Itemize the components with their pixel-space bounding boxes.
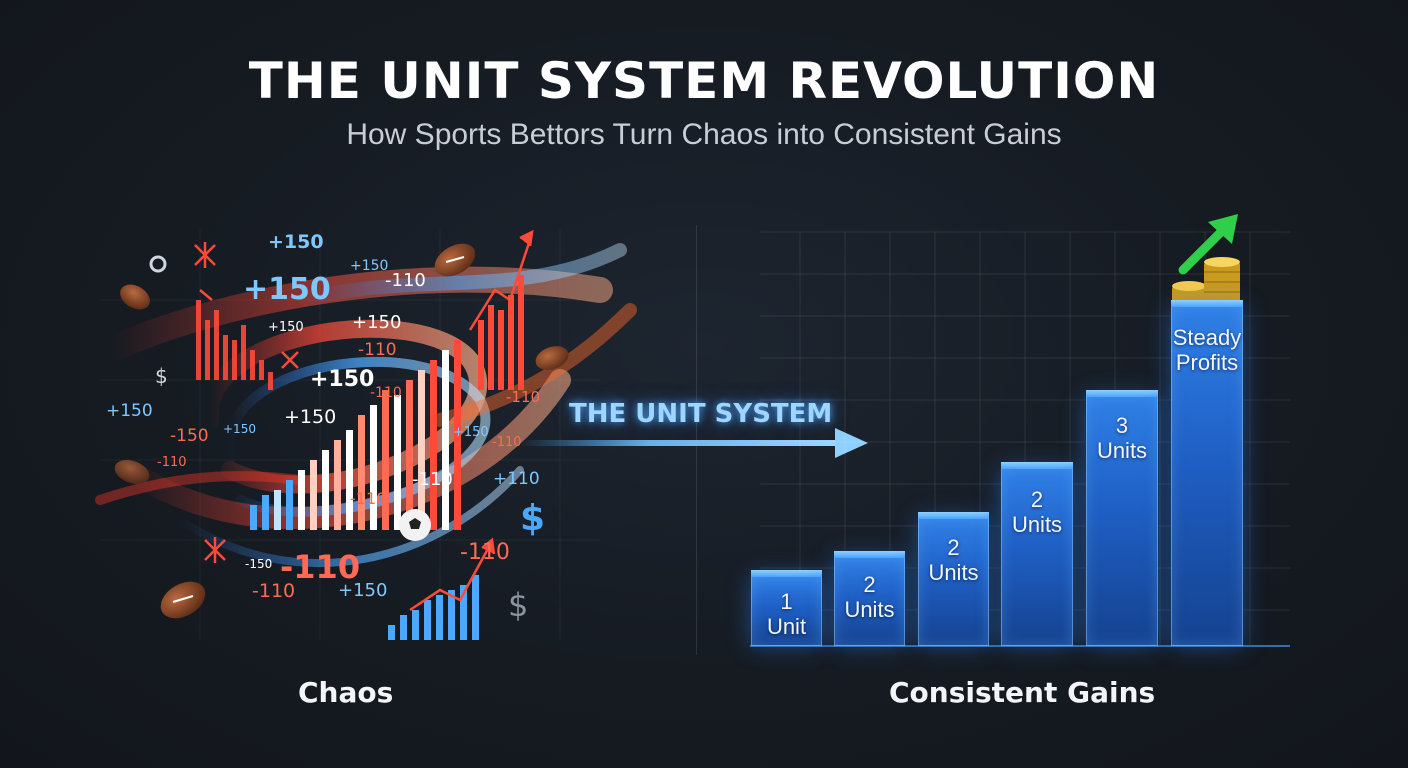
football-icon-5 <box>114 459 150 485</box>
bar-label-line: 2 <box>947 535 960 560</box>
odds-label: +150 <box>268 231 324 253</box>
odds-label: +150 <box>352 312 402 333</box>
bar-2-units: 2 Units <box>834 551 905 646</box>
odds-label: -110 <box>370 385 402 401</box>
unit-system-label: THE UNIT SYSTEM <box>569 399 833 429</box>
odds-label: -110 <box>385 270 426 291</box>
bar-label-line: Units <box>1096 438 1148 463</box>
bar-label: Steady Profits <box>1166 325 1248 375</box>
odds-label: -110 <box>157 455 187 470</box>
bar-label-line: 3 <box>1115 413 1129 438</box>
spark-icons <box>194 242 299 563</box>
chaos-label: Chaos <box>298 676 394 709</box>
bar-2-units: 2 Units <box>918 512 989 646</box>
odds-label: +150 <box>310 367 375 392</box>
odds-label: +150 <box>106 401 153 421</box>
odds-label: -110 <box>492 435 522 450</box>
odds-label: +150 <box>453 425 489 440</box>
odds-label: -110 <box>460 540 510 565</box>
dollar-icon: $ <box>520 498 546 539</box>
odds-label: +110 <box>493 469 540 489</box>
bar-label: 2 Units <box>1002 487 1072 537</box>
odds-label: +150 <box>243 272 331 307</box>
bar-label-line: Unit <box>766 614 807 639</box>
center-bars <box>250 340 461 530</box>
bar-1-unit: 1 Unit <box>751 570 822 646</box>
odds-label: -110 <box>280 548 361 586</box>
odds-label: -150 <box>170 426 209 446</box>
football-icon-4 <box>535 346 569 370</box>
football-icon-1 <box>434 243 476 277</box>
bar-label: 2 Units <box>919 535 988 585</box>
green-trend-arrow-icon <box>1178 214 1238 275</box>
bar-label-line: 2 <box>1030 487 1044 512</box>
bar-3-units: 3 Units <box>1086 390 1158 646</box>
odds-label: +150 <box>223 422 256 436</box>
consistent-gains-label: Consistent Gains <box>889 676 1156 709</box>
football-icon-3 <box>160 581 206 619</box>
bar-label: 3 Units <box>1087 413 1157 463</box>
bar-label-line: 2 <box>863 572 876 597</box>
odds-label: +150 <box>268 320 304 335</box>
odds-label: -110 <box>506 388 541 406</box>
bar-steady-profits: Steady Profits <box>1171 300 1243 646</box>
bar-label-line: Units <box>1011 512 1063 537</box>
odds-label: -110 <box>350 489 387 508</box>
football-icon-2 <box>120 284 150 310</box>
bar-label-line: Profits <box>1175 350 1239 375</box>
right-red-bars <box>478 275 524 390</box>
ring-icon <box>149 255 167 273</box>
odds-label: +150 <box>350 258 389 274</box>
dollar-icon: $ <box>155 364 168 388</box>
odds-label: +150 <box>284 406 337 428</box>
bar-label-line: Units <box>928 560 979 585</box>
bar-label-line: Units <box>844 597 895 622</box>
bar-label: 1 Unit <box>752 589 821 639</box>
soccer-ball-icon <box>399 509 431 541</box>
odds-label: -150 <box>245 557 273 571</box>
odds-label: -110 <box>412 469 453 490</box>
red-bars <box>196 300 273 390</box>
dollar-icon: $ <box>508 586 529 624</box>
unit-system-arrow <box>520 428 868 458</box>
chaos-illustration <box>95 229 637 640</box>
page-title: THE UNIT SYSTEM REVOLUTION <box>248 52 1160 110</box>
odds-label: -110 <box>252 580 296 602</box>
bar-label-line: 1 <box>780 589 793 614</box>
bar-label-line: Steady <box>1172 325 1242 350</box>
page-subtitle: How Sports Bettors Turn Chaos into Consi… <box>346 118 1062 151</box>
bar-2-units: 2 Units <box>1001 462 1073 646</box>
odds-label: -110 <box>358 340 397 360</box>
odds-label: +150 <box>338 580 388 601</box>
red-trend-arrows <box>199 229 534 612</box>
blue-bars <box>388 575 479 640</box>
bar-label: 2 Units <box>835 572 904 622</box>
